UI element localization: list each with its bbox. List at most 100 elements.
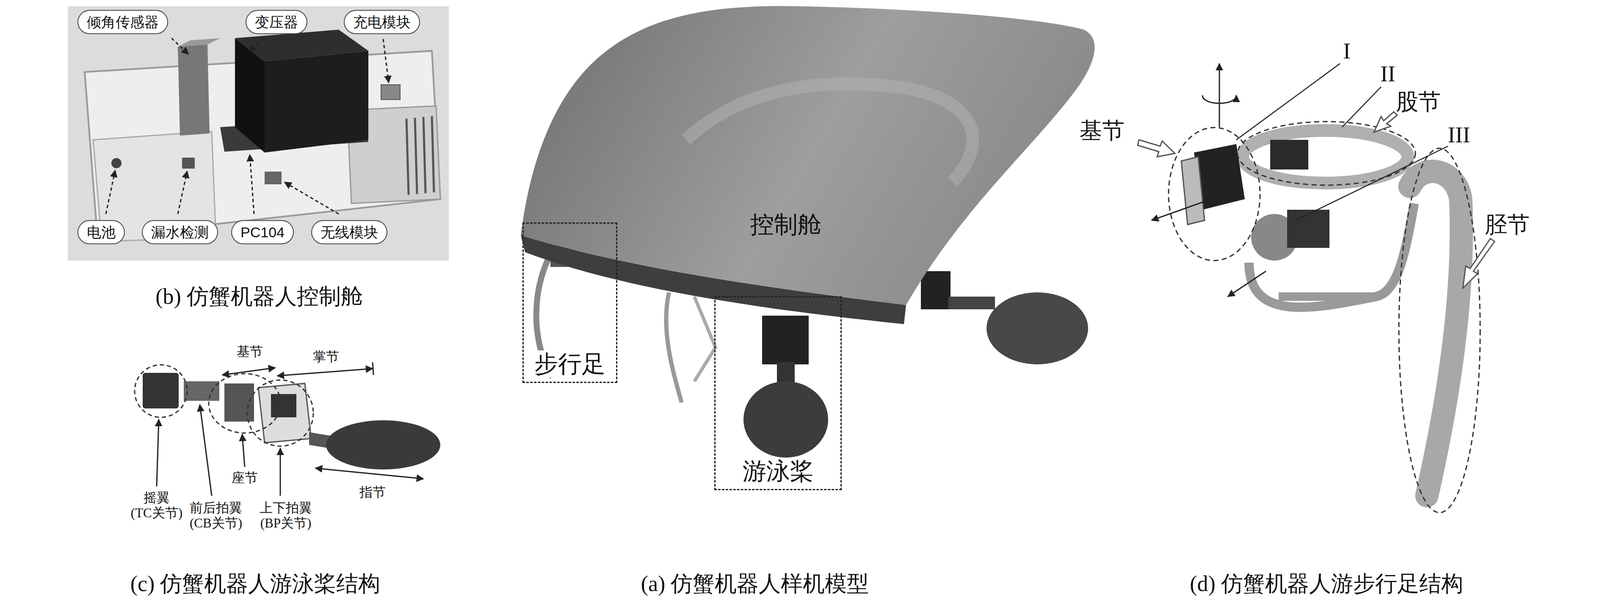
part-label: 基节 <box>1079 117 1125 144</box>
hollow-arrows <box>1137 111 1495 288</box>
component-tag: PC104 <box>231 220 294 245</box>
rotation-arrow <box>1202 95 1237 104</box>
leader-line <box>1342 86 1382 128</box>
dimension-lines <box>156 362 424 496</box>
leader-line <box>383 38 389 83</box>
leader-line <box>1236 63 1341 140</box>
dimension-line <box>222 367 276 375</box>
callout-number: I <box>1343 38 1351 64</box>
part-outlines <box>134 364 314 446</box>
component-tag: 电池 <box>77 220 125 245</box>
finger-paddle <box>326 420 441 470</box>
rotation-axis <box>1151 198 1211 221</box>
swim-paddle-structure <box>134 362 441 496</box>
dimension-tick <box>372 362 374 375</box>
component-tag: 充电模块 <box>343 10 421 35</box>
coupling <box>183 381 220 401</box>
node-text: PC104 <box>240 223 285 241</box>
charge-board <box>381 84 401 100</box>
leader-line <box>284 182 339 214</box>
hollow-arrow <box>1137 139 1175 157</box>
callout-leaders <box>1236 63 1449 221</box>
part-label: 指节 <box>359 484 386 500</box>
axis-arrows <box>1151 63 1266 297</box>
tilt-sensor <box>177 44 210 136</box>
fin <box>414 117 418 194</box>
leader-line <box>199 404 212 496</box>
part-label: 控制舱 <box>750 210 822 238</box>
node-text: 变压器 <box>254 13 299 31</box>
leader-line <box>249 154 255 214</box>
leader-line <box>249 38 263 52</box>
part-label: 胫节 <box>1484 211 1530 238</box>
dashed-region: 游泳桨 <box>714 295 842 490</box>
fin <box>431 116 434 193</box>
node-text: 游泳桨 <box>740 457 817 485</box>
femur-servo <box>1270 139 1309 170</box>
joint-label: 前后拍翼 (CB关节) <box>184 500 248 531</box>
base-plate <box>1181 156 1205 225</box>
dashed-outline <box>247 379 314 446</box>
paddle-arm <box>948 296 995 310</box>
prototype-render <box>520 5 1095 458</box>
control-cabin-shell <box>520 5 1095 305</box>
bp-motor <box>270 393 297 418</box>
leader-line <box>105 170 116 214</box>
caption: (a) 仿蟹机器人样机模型 <box>641 570 870 597</box>
linkage-bar <box>1278 292 1377 301</box>
caption: (d) 仿蟹机器人游步行足结构 <box>1189 570 1464 597</box>
dashed-region: 步行足 <box>522 222 618 383</box>
walking-leg-structure <box>1137 63 1495 513</box>
transformer-side <box>264 50 369 153</box>
node-text: 无线模块 <box>320 223 379 241</box>
joint-servo <box>1287 209 1330 248</box>
tilt-sensor-top <box>177 38 221 47</box>
node-text: 充电模块 <box>353 13 411 31</box>
shell-ridge <box>685 83 973 183</box>
wireless-chip <box>264 171 282 185</box>
heat-fins <box>406 116 434 195</box>
hollow-arrow <box>1462 238 1495 288</box>
callout-number: II <box>1380 60 1396 87</box>
rotation-axis <box>1227 270 1266 297</box>
node-text: 倾角传感器 <box>86 13 159 31</box>
leader-line <box>156 419 159 487</box>
component-tag: 倾角传感器 <box>77 10 169 35</box>
fin <box>406 118 409 195</box>
leader-line <box>171 38 189 55</box>
control-cabin-render <box>67 6 449 261</box>
dashed-outline <box>134 364 188 418</box>
hollow-arrow <box>1373 111 1398 133</box>
swim-paddle <box>743 381 829 458</box>
component-tag: 变压器 <box>245 10 308 35</box>
dashed-outline <box>1168 127 1261 261</box>
leak-sensor <box>182 157 195 169</box>
component-tag: 无线模块 <box>311 220 388 245</box>
component-tag: 漏水检测 <box>141 220 219 245</box>
paddle-servo <box>920 270 951 310</box>
tibia <box>1409 171 1462 496</box>
caption: (c) 仿蟹机器人游泳桨结构 <box>130 570 381 597</box>
caption: (b) 仿蟹机器人控制舱 <box>155 283 363 310</box>
walking-leg <box>694 296 716 382</box>
swim-paddle <box>986 292 1089 365</box>
component-leaders <box>105 38 389 214</box>
dimension-line <box>315 467 424 479</box>
walking-leg <box>665 292 682 403</box>
part-label: 基节 <box>236 343 263 360</box>
joint-label: 摇翼 (TC关节) <box>124 489 189 520</box>
leader-line <box>279 447 282 496</box>
fin <box>423 116 426 194</box>
dimension-line <box>277 368 373 376</box>
part-label: 股节 <box>1395 88 1441 115</box>
part-label: 座节 <box>231 469 258 486</box>
photo-ground <box>67 6 449 261</box>
part-label: 掌节 <box>312 348 340 365</box>
dashed-outline <box>1237 121 1416 186</box>
tc-motor <box>142 372 179 409</box>
transformer-front <box>234 38 265 153</box>
dashed-outline <box>208 373 281 433</box>
leader-line <box>177 171 188 214</box>
leader-line <box>242 433 245 467</box>
